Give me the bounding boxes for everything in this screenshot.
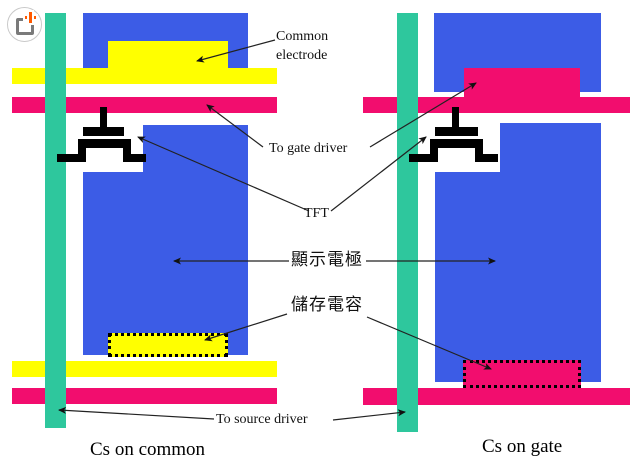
- label-storage-capacitor: 儲存電容: [291, 295, 363, 314]
- label-common-electrode-line1: Common: [276, 29, 329, 44]
- caption-cs-on-gate: Cs on gate: [482, 436, 563, 457]
- common-line-top-left: [12, 68, 277, 84]
- label-display-electrode: 顯示電極: [291, 250, 363, 269]
- tft-left-leg: [78, 145, 86, 162]
- tft-gate-stem: [452, 107, 459, 129]
- tft-right-leg: [475, 145, 483, 162]
- tft-gate-bar: [83, 127, 124, 136]
- tft-source-foot: [409, 154, 438, 162]
- label-common-electrode: Common electrode: [276, 27, 328, 65]
- tft-gate-stem: [100, 107, 107, 129]
- tft-right-leg: [123, 145, 131, 162]
- expand-add-icon[interactable]: [7, 7, 42, 42]
- plus-glyph-vertical: [29, 12, 32, 23]
- tft-drain-foot: [123, 154, 146, 162]
- gate-electrode-pad: [464, 68, 580, 98]
- source-line-left: [45, 13, 66, 428]
- tft-left-leg: [430, 145, 438, 162]
- label-to-source-driver: To source driver: [216, 412, 308, 427]
- tft-gate-bar: [435, 127, 478, 136]
- common-electrode-pad: [108, 41, 228, 68]
- tft-channel-top: [78, 139, 131, 148]
- label-common-electrode-line2: electrode: [276, 48, 328, 63]
- next-gate-line-right: [363, 388, 630, 405]
- storage-capacitor-on-gate: [463, 360, 581, 388]
- tft-source-foot: [57, 154, 86, 162]
- common-line-bottom-left: [12, 361, 277, 377]
- caption-cs-on-common: Cs on common: [90, 439, 206, 460]
- arrow-source-driver-left: [58, 406, 215, 420]
- arrow-source-driver-right: [332, 409, 406, 421]
- label-tft: TFT: [304, 206, 329, 221]
- next-gate-line-left: [12, 388, 277, 404]
- tft-drain-foot: [475, 154, 498, 162]
- source-line-right: [397, 13, 418, 432]
- label-to-gate-driver: To gate driver: [269, 141, 348, 156]
- storage-capacitor-on-common: [108, 333, 228, 357]
- expand-square-glyph: [16, 18, 34, 35]
